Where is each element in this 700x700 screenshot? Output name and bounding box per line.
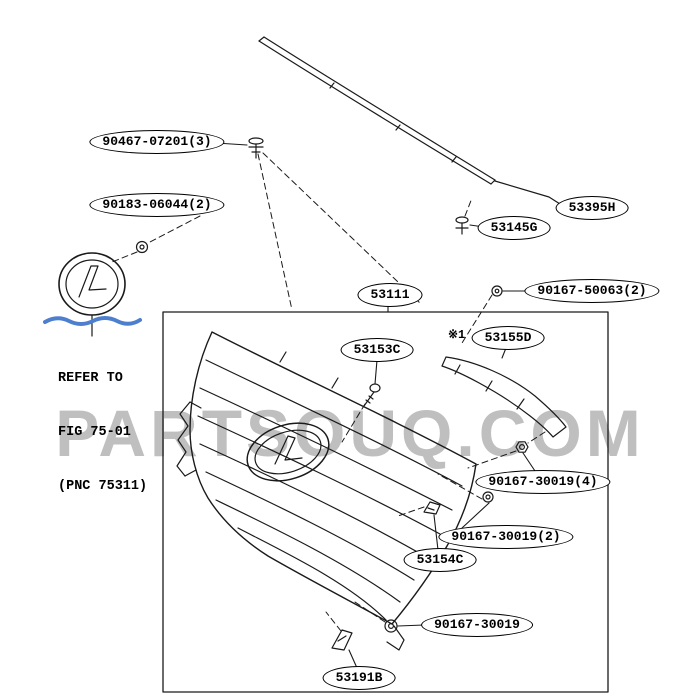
push-clip-icon [248, 137, 264, 159]
projection-lines [111, 152, 546, 632]
clip-icon-53145g [455, 216, 469, 235]
part-label-90167-30019[interactable]: 90167-30019 [421, 613, 533, 637]
bracket-icon-53191b [331, 629, 353, 651]
retainer-icon-53154c [423, 501, 441, 515]
refer-note-line2: FIG 75-01 [58, 425, 131, 440]
screw-icon-30019 [384, 619, 398, 633]
part-label-90167-30019-4[interactable]: 90167-30019(4) [475, 470, 611, 494]
part-label-53153c[interactable]: 53153C [340, 338, 414, 362]
hood-molding-drawing [258, 36, 561, 205]
highlight-underline [43, 316, 142, 326]
grille-drawing [176, 331, 477, 651]
part-label-53191b[interactable]: 53191B [322, 666, 396, 690]
grommet-icon [135, 240, 149, 254]
part-label-53155d[interactable]: 53155D [471, 326, 545, 350]
part-label-53154c[interactable]: 53154C [403, 548, 477, 572]
flange-bolt-icon [482, 491, 494, 503]
refer-note-line1: REFER TO [58, 371, 123, 386]
ref-marker-1: ※1 [448, 328, 466, 342]
parts-box [162, 311, 609, 693]
part-label-53395h[interactable]: 53395H [555, 196, 629, 220]
part-label-90467-07201[interactable]: 90467-07201(3) [89, 130, 225, 154]
lexus-emblem-drawing [58, 252, 126, 337]
nut-icon [515, 441, 529, 453]
bolt-icon-53153c [363, 383, 381, 407]
part-label-53145g[interactable]: 53145G [477, 216, 551, 240]
reinforcement-drawing [441, 356, 567, 438]
part-label-90167-30019-2[interactable]: 90167-30019(2) [438, 525, 574, 549]
part-label-90167-50063[interactable]: 90167-50063(2) [524, 279, 660, 303]
part-label-90183-06044[interactable]: 90183-06044(2) [89, 193, 225, 217]
part-label-53111[interactable]: 53111 [357, 283, 423, 307]
refer-note-line3: (PNC 75311) [58, 479, 148, 494]
screw-icon-50063 [491, 285, 503, 297]
refer-note: REFER TO FIG 75-01 (PNC 75311) [58, 334, 147, 532]
